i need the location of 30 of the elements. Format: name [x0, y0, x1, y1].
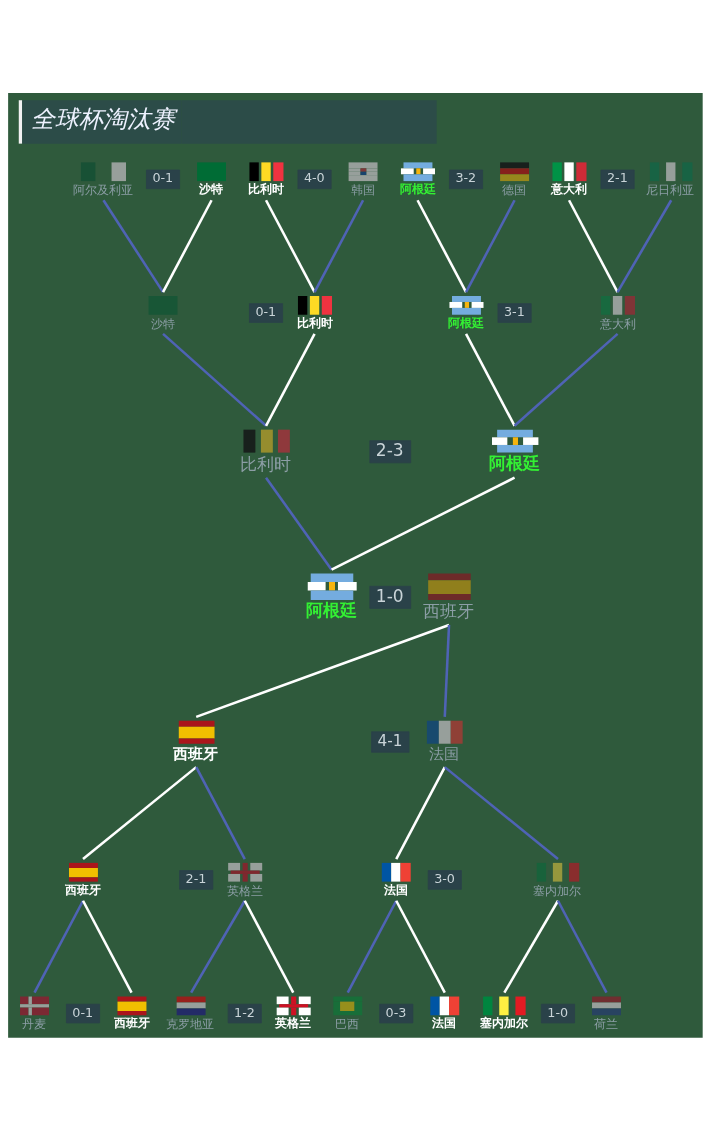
node-label: 塞内加尔	[479, 1015, 528, 1030]
node-label: 意大利	[551, 181, 588, 196]
node-label: 阿根廷	[448, 315, 485, 330]
node-label: 英格兰	[275, 1015, 312, 1030]
node-label: 阿根廷	[489, 452, 541, 473]
node-label: 克罗地亚	[166, 1016, 215, 1031]
node-label: 西班牙	[423, 600, 475, 621]
node-label: 法国	[429, 744, 460, 763]
node-label: 巴西	[335, 1016, 360, 1031]
node-label: 法国	[383, 882, 408, 897]
node-label: 英格兰	[226, 883, 263, 898]
node-label: 西班牙	[65, 882, 102, 897]
node-label: 阿尔及利亚	[72, 182, 133, 197]
node-label: 比利时	[240, 453, 292, 474]
node-label: 丹麦	[22, 1016, 47, 1031]
node-label: 比利时	[248, 181, 285, 196]
node-label: 尼日利亚	[646, 182, 695, 197]
node-label: 塞内加尔	[533, 883, 582, 898]
node-label: 阿根廷	[306, 599, 358, 620]
node-label: 西班牙	[113, 1015, 150, 1030]
node-label: 沙特	[199, 181, 224, 196]
node-label: 法国	[432, 1015, 457, 1030]
node-label: 比利时	[296, 315, 333, 330]
node-label: 德国	[502, 182, 527, 197]
node-label: 荷兰	[594, 1016, 619, 1031]
node-label: 阿根廷	[399, 181, 436, 196]
node-label: 韩国	[350, 182, 375, 197]
node-label: 意大利	[599, 316, 636, 331]
node-label: 沙特	[150, 316, 175, 331]
node-label: 西班牙	[173, 744, 219, 763]
